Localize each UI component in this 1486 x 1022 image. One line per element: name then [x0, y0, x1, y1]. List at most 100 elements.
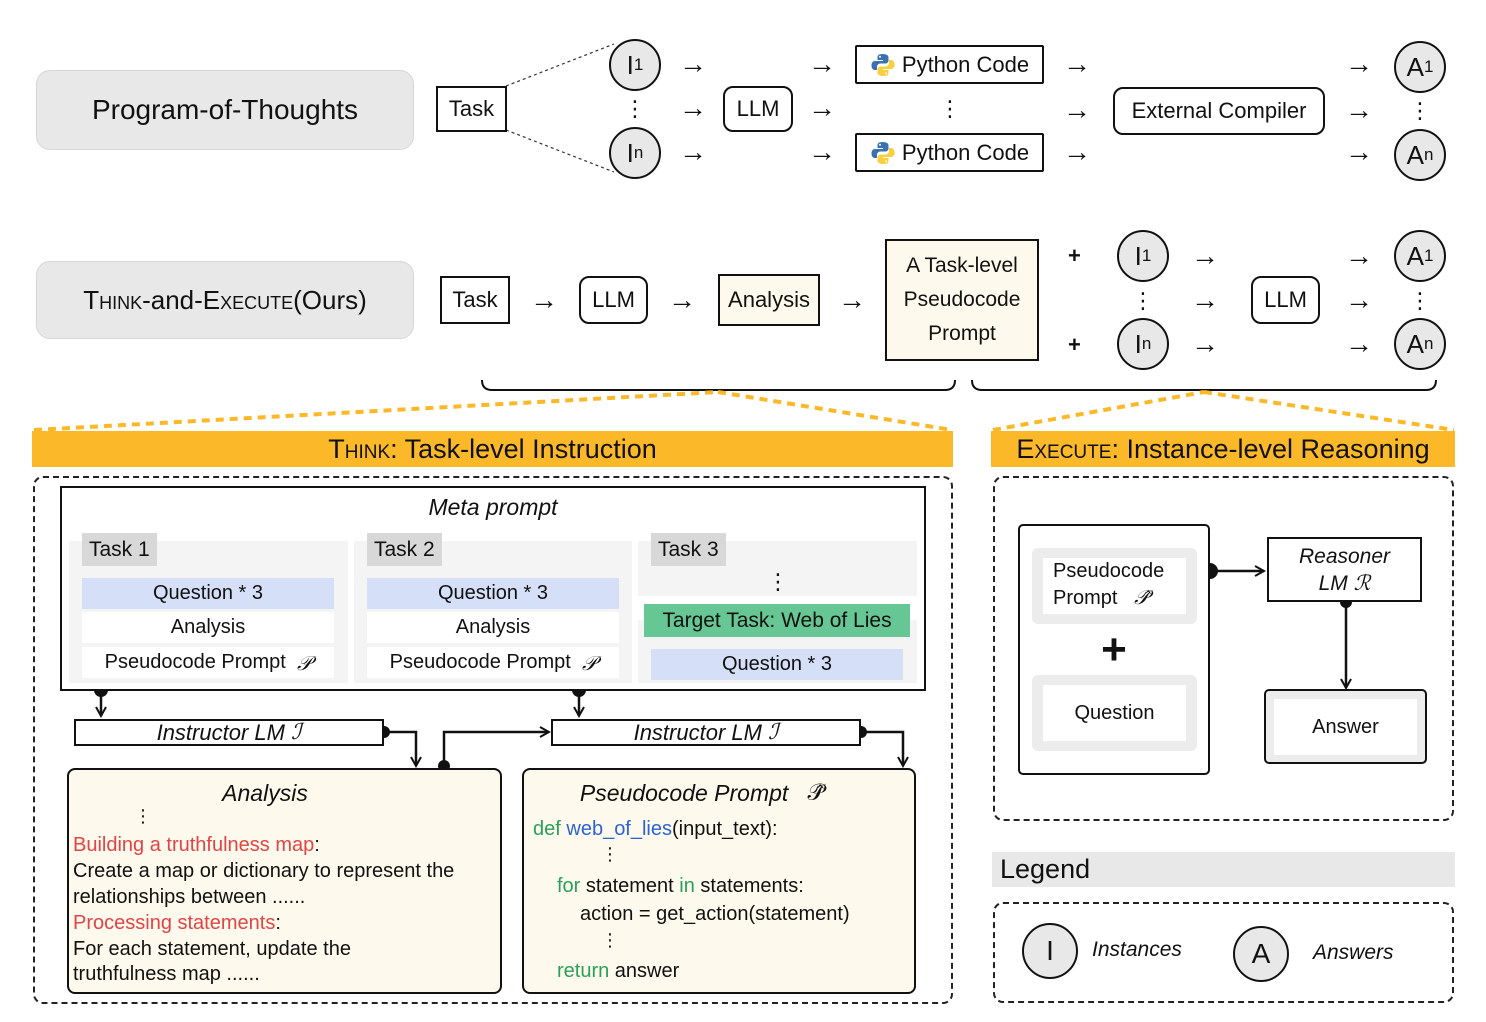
- arrow-icon: →: [838, 284, 866, 315]
- analysis-ellipsis: ⋮: [134, 806, 152, 826]
- execute-guide-right: [1203, 390, 1455, 432]
- think-container: [33, 476, 953, 1004]
- plus-icon: +: [1101, 625, 1127, 674]
- execute-banner: Execute: Instance-level Reasoning: [991, 431, 1455, 467]
- plus-icon: +: [1068, 332, 1081, 357]
- think-banner: Think: Task-level Instruction: [32, 431, 953, 467]
- pot-instance-ellipsis: ⋮: [624, 96, 646, 121]
- instructor-lm-first: Instructor LM ℐ: [74, 719, 384, 746]
- execute-pseudocode-line2: Prompt 𝒫̂: [1053, 585, 1149, 609]
- meta-prompt-title: Meta prompt: [428, 493, 558, 520]
- arrow-icon: →: [808, 92, 836, 123]
- arrow-icon: →: [1345, 94, 1373, 125]
- code-line-def: def web_of_lies(input_text):: [533, 818, 778, 840]
- analysis-body-line: Create a map or dictionary to represent …: [73, 860, 455, 882]
- python-logo-icon: [871, 141, 895, 164]
- task-2-analysis-row: Analysis: [367, 612, 619, 643]
- code-line-for: for statement in statements:: [557, 875, 804, 897]
- arrow-icon: →: [808, 48, 836, 79]
- execute-question-card: Question: [1043, 685, 1186, 741]
- analysis-heading-processing-statements: Processing statements:: [73, 912, 281, 934]
- analysis-heading-truthfulness-map: Building a truthfulness map:: [73, 834, 320, 856]
- task-3-tag: Task 3: [651, 533, 726, 566]
- pot-answer-ellipsis: ⋮: [1409, 98, 1431, 123]
- arrow-icon: →: [1191, 328, 1219, 359]
- analysis-body-line: For each statement, update the: [73, 938, 351, 960]
- code-ellipsis: ⋮: [601, 930, 619, 950]
- task-3-ellipsis: ⋮: [767, 569, 789, 594]
- arrow-icon: →: [1345, 136, 1373, 167]
- task-1-analysis-row: Analysis: [82, 612, 334, 643]
- execute-guide-left: [992, 390, 1205, 432]
- target-task-question-row: Question * 3: [651, 649, 903, 680]
- pot-external-compiler-box: External Compiler: [1113, 87, 1325, 135]
- execute-pseudocode-line1: Pseudocode: [1053, 560, 1165, 582]
- arrow-icon: →: [668, 284, 696, 315]
- think-guide-right: [717, 390, 953, 432]
- task-1-question-row: Question * 3: [82, 578, 334, 609]
- arrow-icon: →: [530, 284, 558, 315]
- task-2-tag: Task 2: [367, 533, 442, 566]
- fan-line-bottom: [505, 129, 615, 173]
- arrow-icon: →: [1345, 240, 1373, 271]
- legend-answer-label: Answers: [1313, 941, 1394, 964]
- tae-analysis-box: Analysis: [718, 274, 820, 326]
- code-ellipsis: ⋮: [601, 844, 619, 864]
- arrow-icon: →: [1063, 94, 1091, 125]
- target-task-row: Target Task: Web of Lies: [644, 604, 910, 637]
- arrow-icon: →: [679, 48, 707, 79]
- tae-instance-ellipsis: ⋮: [1132, 288, 1154, 313]
- arrow-icon: →: [679, 136, 707, 167]
- legend-instance-icon: I: [1022, 923, 1078, 979]
- tae-answer-ellipsis: ⋮: [1409, 288, 1431, 313]
- arrow-icon: →: [1191, 240, 1219, 271]
- legend-container: [993, 902, 1454, 1003]
- code-line-action: action = get_action(statement): [580, 903, 850, 925]
- tae-llm-box: LLM: [579, 276, 648, 324]
- pot-method-label: Program-of-Thoughts: [36, 70, 414, 150]
- reasoner-lm-box: Reasoner LM ℛ: [1267, 537, 1422, 602]
- pseudocode-panel: [522, 768, 916, 994]
- analysis-panel-title: Analysis: [222, 779, 308, 806]
- execute-pseudocode-card: Pseudocode Prompt 𝒫̂: [1043, 558, 1186, 614]
- answer-card: Answer: [1274, 699, 1417, 755]
- tae-method-label: Think-and-Execute (Ours): [36, 261, 414, 339]
- pot-task-box: Task: [436, 86, 507, 132]
- tae-llm-box-second: LLM: [1251, 276, 1320, 324]
- task-1-pseudocode-row: Pseudocode Prompt 𝒫: [82, 647, 334, 678]
- python-logo-icon: [871, 53, 895, 76]
- tae-task-box: Task: [440, 276, 510, 324]
- execute-bracket: [971, 379, 1437, 391]
- legend-answer-icon: A: [1233, 926, 1289, 982]
- arrow-icon: →: [808, 136, 836, 167]
- tae-task-level-prompt-box: A Task-level Pseudocode Prompt: [885, 239, 1039, 361]
- think-bracket: [481, 379, 956, 391]
- arrow-icon: →: [1345, 328, 1373, 359]
- legend-title: Legend: [992, 852, 1455, 887]
- pot-python-code-first: Python Code: [855, 45, 1044, 84]
- arrow-icon: →: [1191, 284, 1219, 315]
- code-line-return: return answer: [557, 960, 680, 982]
- fan-line-top: [505, 43, 615, 87]
- arrow-icon: →: [1063, 136, 1091, 167]
- arrow-icon: →: [1063, 48, 1091, 79]
- think-guide-left: [33, 390, 719, 432]
- pot-python-code-last: Python Code: [855, 133, 1044, 172]
- arrow-icon: →: [1345, 48, 1373, 79]
- arrow-icon: →: [1345, 284, 1373, 315]
- execute-container: [993, 476, 1454, 821]
- analysis-body-line: relationships between ......: [73, 886, 306, 908]
- task-2-pseudocode-row: Pseudocode Prompt 𝒫: [367, 647, 619, 678]
- instructor-lm-second: Instructor LM ℐ: [551, 719, 861, 746]
- pseudocode-panel-title: Pseudocode Prompt 𝒫̂: [579, 779, 825, 807]
- task-2-question-row: Question * 3: [367, 578, 619, 609]
- legend-instance-label: Instances: [1092, 938, 1182, 961]
